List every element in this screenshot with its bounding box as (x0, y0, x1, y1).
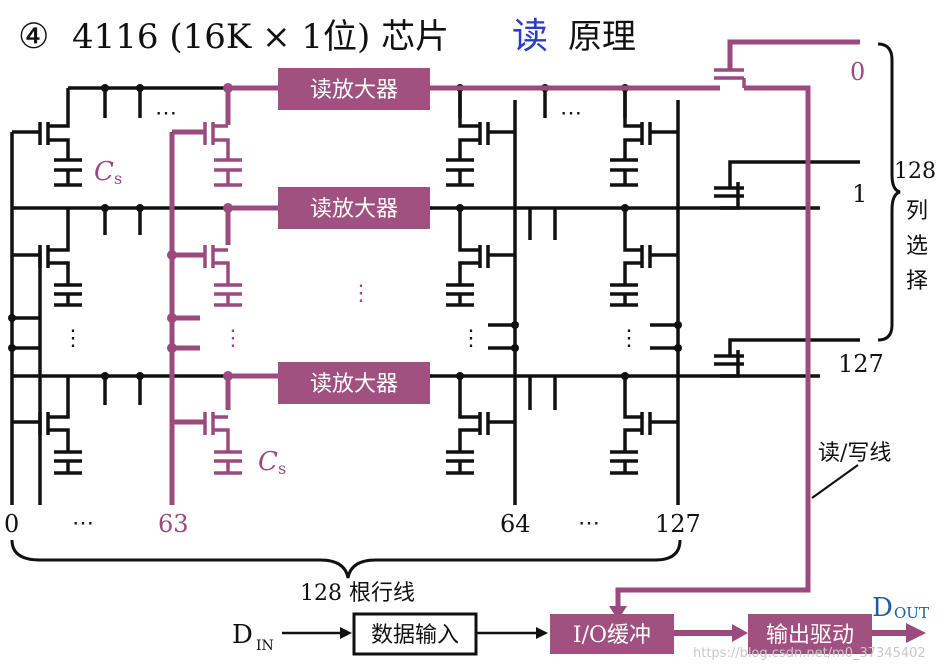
row-number-64: 64 (500, 510, 531, 538)
capacitor-label-purple: C s (258, 447, 286, 478)
column-select-transistors (714, 160, 860, 378)
row-ellipsis-right: ⋯ (578, 511, 600, 536)
data-input-arrowhead (536, 627, 548, 639)
svg-text:OUT: OUT (894, 604, 929, 622)
din-label: D IN (232, 620, 274, 654)
svg-text:D: D (872, 593, 893, 623)
data-input-box: 数据输入 (352, 612, 478, 656)
sense-amplifier-bottom: 读放大器 (278, 362, 430, 404)
title-highlight: 读 (512, 16, 548, 57)
row-lines-label: 128 根行线 (300, 581, 415, 606)
row-lines-brace (10, 539, 682, 579)
column-number-1: 1 (852, 180, 867, 208)
io-to-driver-arrowhead (732, 624, 748, 642)
svg-text:⋮: ⋮ (222, 326, 244, 351)
memory-cells-left (12, 88, 82, 475)
svg-text:s: s (278, 459, 286, 478)
junction-dots (8, 84, 682, 380)
din-arrowhead (340, 627, 352, 639)
watermark: https://blog.csdn.net/m0_37345402 (693, 646, 926, 661)
io-buffer-label: I/O缓冲 (573, 623, 651, 648)
output-driver-box: 输出驱动 (748, 614, 872, 654)
read-path (169, 39, 860, 610)
column-number-0: 0 (850, 58, 865, 86)
svg-text:s: s (114, 169, 122, 188)
rw-line-pointer (811, 464, 859, 499)
title-main: 4116 (16K × 1位) 芯片 (72, 17, 449, 57)
sense-amp-label-bottom: 读放大器 (310, 372, 398, 397)
dout-arrowhead (906, 623, 926, 643)
read-arrow-down (609, 606, 627, 620)
sense-amp-label-middle: 读放大器 (310, 197, 398, 222)
data-input-label: 数据输入 (371, 623, 459, 648)
row-number-63: 63 (158, 510, 189, 538)
io-buffer-box: I/O缓冲 (550, 614, 674, 654)
svg-text:C: C (94, 157, 114, 187)
sense-amp-label-top: 读放大器 (310, 78, 398, 103)
read-path-dots (167, 83, 233, 381)
capacitor-label-black: C s (94, 157, 122, 188)
memory-cells-right (446, 88, 678, 475)
svg-text:列: 列 (906, 199, 928, 224)
svg-text:⋮: ⋮ (62, 326, 84, 351)
sense-amplifier-middle: 读放大器 (278, 187, 430, 229)
svg-text:D: D (232, 620, 253, 650)
column-number-127: 127 (838, 350, 884, 378)
svg-text:⋮: ⋮ (460, 326, 482, 351)
column-select-label: 128 列 选 择 (894, 159, 936, 294)
title-number: ④ (18, 17, 49, 57)
svg-text:128: 128 (894, 159, 936, 184)
vertical-ellipses: ⋮ ⋮ ⋮ ⋮ ⋮ (62, 281, 640, 351)
row-ellipsis-left: ⋯ (72, 511, 94, 536)
output-driver-label: 输出驱动 (766, 623, 854, 648)
ellipsis-sense-amps: ⋮ (350, 281, 372, 306)
ellipsis-top-right: ⋯ (560, 101, 582, 126)
rw-line-label: 读/写线 (818, 441, 891, 466)
svg-text:IN: IN (256, 638, 274, 654)
sense-amplifier-top: 读放大器 (278, 68, 430, 110)
ellipsis-top-left: ⋯ (155, 101, 177, 126)
circuit-black (10, 86, 820, 505)
column-select-brace (877, 42, 901, 342)
svg-text:⋮: ⋮ (618, 326, 640, 351)
row-number-127: 127 (655, 510, 701, 538)
title: ④ 4116 (16K × 1位) 芯片 读 原理 (18, 16, 636, 57)
dout-label: D OUT (872, 593, 929, 623)
memory-cells-selected (203, 68, 746, 475)
title-suffix: 原理 (568, 17, 636, 57)
svg-text:择: 择 (906, 269, 928, 294)
svg-text:选: 选 (906, 234, 928, 259)
svg-text:C: C (258, 447, 278, 477)
row-number-0: 0 (4, 510, 19, 538)
